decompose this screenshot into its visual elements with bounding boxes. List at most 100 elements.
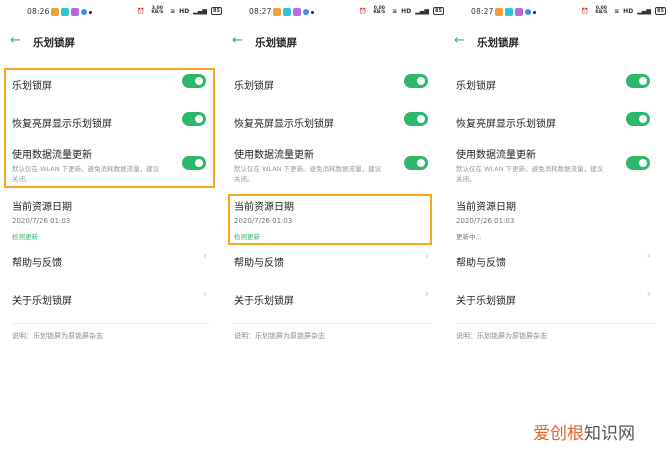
app-notification-icon — [303, 9, 309, 15]
battery-icon: 85 — [211, 7, 222, 15]
chevron-right-icon: › — [202, 287, 207, 300]
page-title: 乐划锁屏 — [477, 37, 519, 49]
setting-wake-show: 恢复亮屏显示乐划锁屏 — [12, 112, 210, 130]
setting-label: 乐划锁屏 — [456, 81, 496, 92]
app-notification-icon — [61, 8, 69, 16]
footer-note: 说明：乐划锁屏为原锁屏杂志 — [12, 332, 103, 340]
alarm-icon: ⏰ — [137, 7, 145, 15]
app-notification-icon — [293, 8, 301, 16]
wake-show-toggle[interactable] — [626, 112, 650, 126]
lockscreen-toggle[interactable] — [182, 74, 206, 88]
setting-label: 使用数据流量更新 — [456, 150, 536, 161]
system-icons: ⏰ 0.00 KB/S ≋ HD ▂▄▆ 85 — [359, 6, 444, 15]
app-notification-icon — [525, 9, 531, 15]
highlight-box — [228, 194, 432, 245]
help-feedback-item[interactable]: 帮助与反馈 › — [12, 249, 210, 269]
setting-label: 恢复亮屏显示乐划锁屏 — [12, 119, 112, 130]
resource-date: 2020/7/26 01:03 — [12, 217, 71, 225]
help-label: 帮助与反馈 — [456, 258, 506, 269]
phone-screen-3: 08:27 ⏰ 0.00 KB/S ≋ HD ▂▄▆ 85 ← 乐划锁屏 乐划锁… — [444, 0, 666, 450]
wifi-icon: ≋ — [614, 7, 620, 15]
setting-mobile-data: 使用数据流量更新 默认仅在 WLAN 下更新。避免消耗数据流量，建议关闭。 — [234, 146, 432, 186]
divider — [234, 323, 432, 324]
wake-show-toggle[interactable] — [404, 112, 428, 126]
hd-indicator: HD — [401, 7, 412, 15]
setting-lockscreen: 乐划锁屏 — [456, 74, 654, 92]
setting-label: 乐划锁屏 — [234, 81, 274, 92]
status-bar: 08:27 ⏰ 0.00 KB/S ≋ HD ▂▄▆ 85 — [222, 6, 444, 20]
setting-label: 恢复亮屏显示乐划锁屏 — [234, 119, 334, 130]
app-bar: ← 乐划锁屏 — [0, 32, 222, 54]
back-arrow-icon[interactable]: ← — [232, 33, 243, 48]
watermark-suffix: 知识网 — [584, 424, 635, 444]
wake-show-toggle[interactable] — [182, 112, 206, 126]
divider — [456, 323, 654, 324]
page-title: 乐划锁屏 — [33, 37, 75, 49]
about-label: 关于乐划锁屏 — [12, 296, 72, 307]
about-item[interactable]: 关于乐划锁屏 › — [12, 287, 210, 307]
wifi-icon: ≋ — [392, 7, 398, 15]
notification-icons — [495, 8, 536, 16]
wifi-icon: ≋ — [170, 7, 176, 15]
phone-screen-2: 08:27 ⏰ 0.00 KB/S ≋ HD ▂▄▆ 85 ← 乐划锁屏 乐划锁… — [222, 0, 444, 450]
signal-icon: ▂▄▆ — [637, 7, 652, 15]
status-bar: 08:27 ⏰ 0.00 KB/S ≋ HD ▂▄▆ 85 — [444, 6, 666, 20]
about-item[interactable]: 关于乐划锁屏 › — [456, 287, 654, 307]
more-notifications-icon — [311, 10, 314, 14]
app-notification-icon — [273, 8, 281, 16]
setting-label: 使用数据流量更新 — [12, 150, 92, 161]
chevron-right-icon: › — [646, 249, 651, 262]
about-item[interactable]: 关于乐划锁屏 › — [234, 287, 432, 307]
hd-indicator: HD — [179, 7, 190, 15]
app-notification-icon — [495, 8, 503, 16]
alarm-icon: ⏰ — [581, 7, 589, 15]
about-label: 关于乐划锁屏 — [234, 296, 294, 307]
chevron-right-icon: › — [646, 287, 651, 300]
resource-label: 当前资源日期 — [456, 202, 516, 213]
check-update-link[interactable]: 检测更新 — [234, 233, 260, 241]
hd-indicator: HD — [623, 7, 634, 15]
setting-mobile-data: 使用数据流量更新 默认仅在 WLAN 下更新。避免消耗数据流量，建议关闭。 — [456, 146, 654, 186]
resource-date: 2020/7/26 01:03 — [456, 217, 515, 225]
battery-icon: 85 — [433, 7, 444, 15]
help-feedback-item[interactable]: 帮助与反馈 › — [456, 249, 654, 269]
signal-icon: ▂▄▆ — [193, 7, 208, 15]
lockscreen-toggle[interactable] — [404, 74, 428, 88]
app-bar: ← 乐划锁屏 — [444, 32, 666, 54]
setting-wake-show: 恢复亮屏显示乐划锁屏 — [234, 112, 432, 130]
resource-date-section: 当前资源日期 2020/7/26 01:03 检测更新 — [234, 198, 432, 241]
more-notifications-icon — [89, 10, 92, 14]
back-arrow-icon[interactable]: ← — [454, 33, 465, 48]
status-time: 08:27 — [249, 7, 272, 16]
watermark: 爱创根知识网 — [533, 419, 635, 444]
status-bar: 08:26 ⏰ 3.00 KB/S ≋ HD ▂▄▆ 85 — [0, 6, 222, 20]
mobile-data-toggle[interactable] — [626, 156, 650, 170]
highlight-box — [4, 68, 215, 188]
app-notification-icon — [515, 8, 523, 16]
resource-label: 当前资源日期 — [234, 202, 294, 213]
setting-label: 乐划锁屏 — [12, 81, 52, 92]
app-notification-icon — [51, 8, 59, 16]
mobile-data-toggle[interactable] — [404, 156, 428, 170]
alarm-icon: ⏰ — [359, 7, 367, 15]
app-notification-icon — [71, 8, 79, 16]
chevron-right-icon: › — [202, 249, 207, 262]
back-arrow-icon[interactable]: ← — [10, 33, 21, 48]
footer-note: 说明：乐划锁屏为原锁屏杂志 — [234, 332, 325, 340]
network-speed: 0.00 KB/S — [595, 6, 608, 15]
about-label: 关于乐划锁屏 — [456, 296, 516, 307]
updating-status: 更新中... — [456, 233, 482, 241]
check-update-link[interactable]: 检测更新 — [12, 233, 38, 241]
help-label: 帮助与反馈 — [12, 258, 62, 269]
notification-icons — [51, 8, 92, 16]
setting-label: 使用数据流量更新 — [234, 150, 314, 161]
help-feedback-item[interactable]: 帮助与反馈 › — [234, 249, 432, 269]
mobile-data-toggle[interactable] — [182, 156, 206, 170]
status-time: 08:27 — [471, 7, 494, 16]
resource-date-section: 当前资源日期 2020/7/26 01:03 更新中... — [456, 198, 654, 241]
signal-icon: ▂▄▆ — [415, 7, 430, 15]
network-speed: 0.00 KB/S — [373, 6, 386, 15]
lockscreen-toggle[interactable] — [626, 74, 650, 88]
phone-screen-1: 08:26 ⏰ 3.00 KB/S ≋ HD ▂▄▆ 85 ← 乐划锁屏 — [0, 0, 222, 450]
setting-lockscreen: 乐划锁屏 — [234, 74, 432, 92]
